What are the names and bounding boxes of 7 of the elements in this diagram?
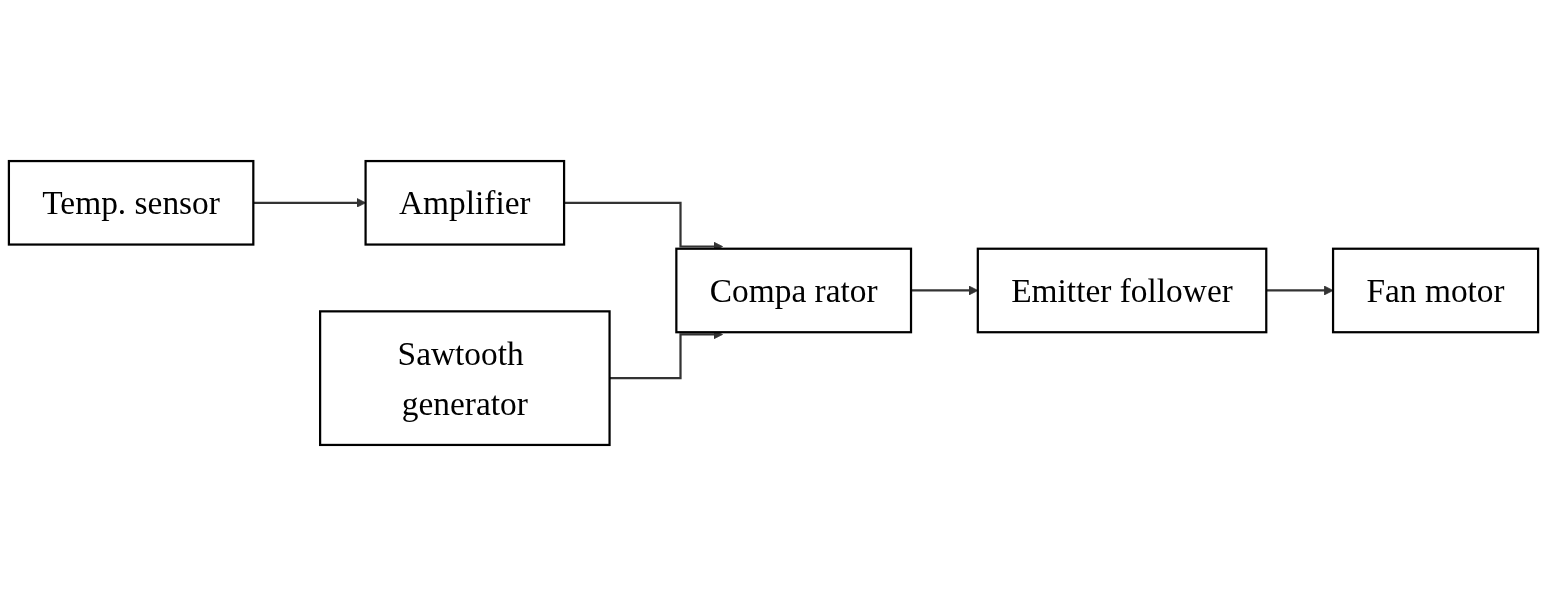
node-box: Fan motor [1331, 247, 1540, 334]
node-box: Compa rator [675, 247, 913, 334]
node-box: Temp. sensor [7, 159, 255, 246]
arrow [1266, 285, 1334, 296]
node-box: Emitter follower [976, 247, 1268, 334]
node-box: Sawtooth generator [319, 310, 611, 447]
node-box: Amplifier [364, 159, 566, 246]
